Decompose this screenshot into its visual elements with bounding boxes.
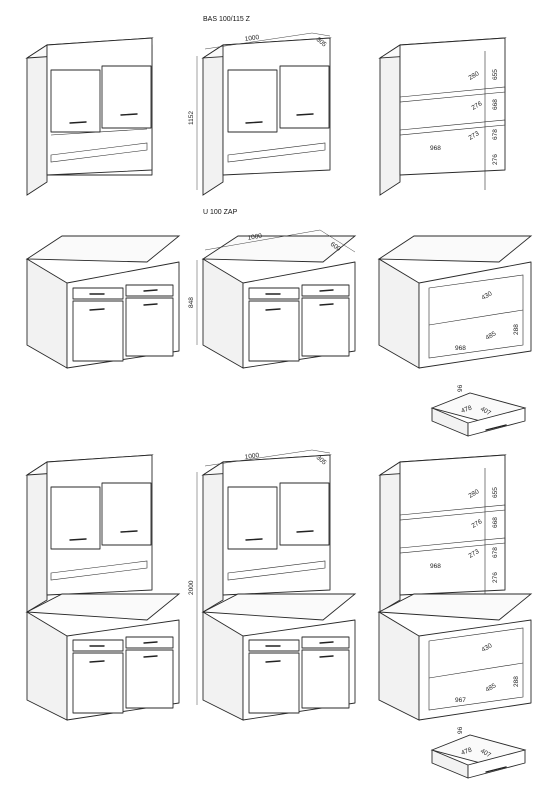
drawer-detail: 96 478 407: [430, 384, 527, 437]
svg-text:478: 478: [460, 746, 473, 756]
svg-text:485: 485: [485, 330, 498, 342]
full-unit-open: 280 655 276 668 273 678 968 276 430 485 …: [377, 454, 533, 721]
svg-text:655: 655: [492, 487, 499, 498]
svg-text:276: 276: [492, 572, 499, 583]
svg-text:407: 407: [479, 748, 492, 760]
title-lower: U 100 ZAP: [203, 209, 238, 216]
wall-cabinet-dimensioned: 1000 305 1152: [188, 32, 332, 196]
wall-cabinet-open: 280 655 276 668 273 678 968 276: [378, 37, 507, 196]
dim-height-base: 848: [188, 297, 195, 308]
svg-text:430: 430: [481, 290, 494, 302]
drawer-detail-2: 96 478 407: [430, 726, 527, 779]
svg-text:678: 678: [492, 129, 499, 140]
base-cabinet-open: 430 485 288 968: [377, 235, 533, 369]
svg-text:276: 276: [471, 518, 484, 530]
dim-height: 1152: [188, 111, 195, 125]
full-unit-dimensioned: 1000 305 2000: [188, 449, 357, 721]
dim-height-full: 2000: [188, 580, 195, 595]
svg-text:407: 407: [479, 406, 492, 418]
svg-text:968: 968: [430, 145, 441, 152]
dim-width-full: 1000: [244, 452, 260, 461]
svg-text:273: 273: [468, 130, 481, 142]
svg-text:288: 288: [513, 676, 520, 687]
svg-text:967: 967: [455, 697, 466, 704]
svg-text:276: 276: [492, 154, 499, 165]
svg-text:96: 96: [457, 726, 464, 734]
dim-width: 1000: [244, 34, 260, 43]
svg-text:280: 280: [468, 488, 481, 500]
svg-text:273: 273: [468, 548, 481, 560]
svg-text:678: 678: [492, 547, 499, 558]
base-cabinet-front: [25, 235, 181, 369]
door-handle-left: [69, 121, 87, 124]
door-handle-right: [120, 113, 138, 116]
svg-text:968: 968: [430, 563, 441, 570]
title-upper: BAS 100/115 Z: [203, 16, 251, 23]
svg-text:968: 968: [455, 345, 466, 352]
wall-cabinet-front: [25, 37, 154, 196]
dim-width-base: 1000: [247, 232, 263, 241]
base-cabinet-dimensioned: 1000 600 848: [188, 229, 357, 369]
svg-text:668: 668: [492, 517, 499, 528]
svg-text:96: 96: [457, 384, 464, 392]
svg-text:280: 280: [468, 70, 481, 82]
svg-text:485: 485: [485, 682, 498, 694]
svg-text:288: 288: [513, 324, 520, 335]
svg-text:478: 478: [460, 404, 473, 414]
svg-text:430: 430: [481, 642, 494, 654]
svg-text:276: 276: [471, 100, 484, 112]
full-unit-front: [25, 454, 181, 721]
svg-text:668: 668: [492, 99, 499, 110]
svg-text:655: 655: [492, 69, 499, 80]
